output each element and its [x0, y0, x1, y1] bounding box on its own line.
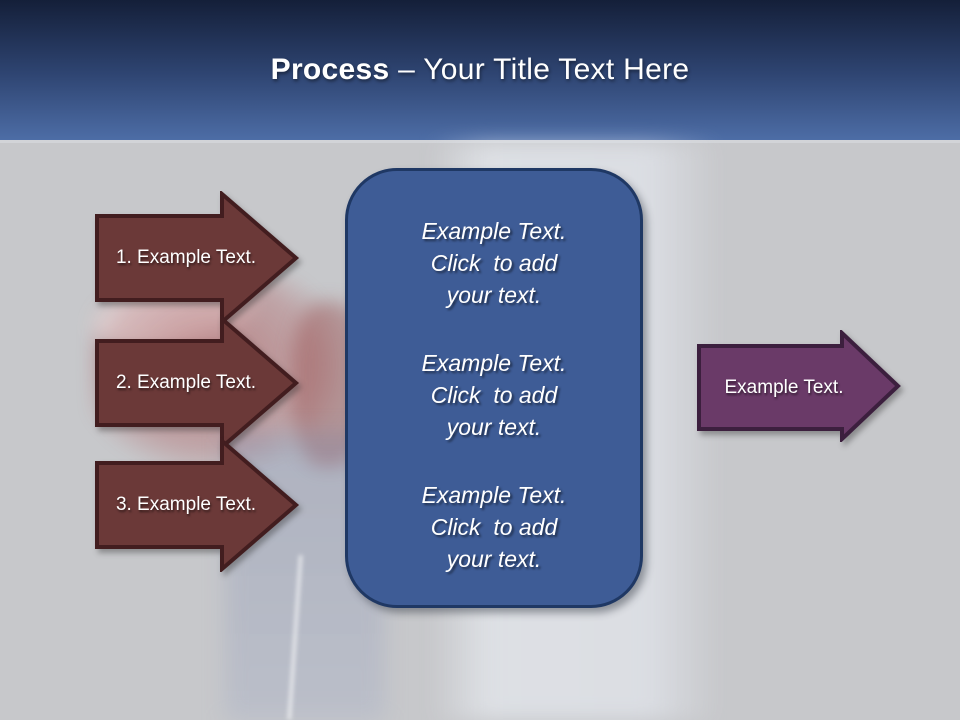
placeholder-line: Example Text. — [421, 218, 567, 244]
center-text-box[interactable]: Example Text. Click to add your text. Ex… — [345, 168, 643, 608]
result-arrow[interactable]: Example Text. — [696, 330, 902, 442]
title-bar: Process – Your Title Text Here — [0, 0, 960, 143]
text-placeholder-2[interactable]: Example Text. Click to add your text. — [422, 347, 567, 443]
process-step-2-label[interactable]: 2. Example Text. — [115, 372, 257, 393]
right-arrow-shape-icon — [697, 330, 901, 442]
placeholder-line: Click to add — [430, 382, 558, 408]
slide-title-keyword: Process — [270, 53, 390, 86]
placeholder-line: Example Text. — [421, 350, 567, 376]
process-step-2-arrow[interactable]: 2. Example Text. — [94, 316, 300, 450]
process-step-1-label[interactable]: 1. Example Text. — [115, 247, 257, 268]
slide-title: Process – Your Title Text Here — [271, 53, 690, 87]
slide-title-subtitle: – Your Title Text Here — [389, 53, 690, 86]
placeholder-line: your text. — [446, 282, 542, 308]
process-step-1-arrow[interactable]: 1. Example Text. — [94, 191, 300, 325]
placeholder-line: Click to add — [430, 250, 558, 276]
placeholder-line: your text. — [446, 414, 542, 440]
text-placeholder-1[interactable]: Example Text. Click to add your text. — [422, 215, 567, 311]
result-arrow-label[interactable]: Example Text. — [724, 376, 844, 398]
background-photo-jeans-seam — [287, 555, 303, 720]
placeholder-line: your text. — [446, 546, 542, 572]
placeholder-line: Click to add — [430, 514, 558, 540]
process-step-3-label[interactable]: 3. Example Text. — [115, 494, 257, 515]
placeholder-line: Example Text. — [421, 482, 567, 508]
process-step-3-arrow[interactable]: 3. Example Text. — [94, 438, 300, 572]
text-placeholder-3[interactable]: Example Text. Click to add your text. — [422, 479, 567, 575]
